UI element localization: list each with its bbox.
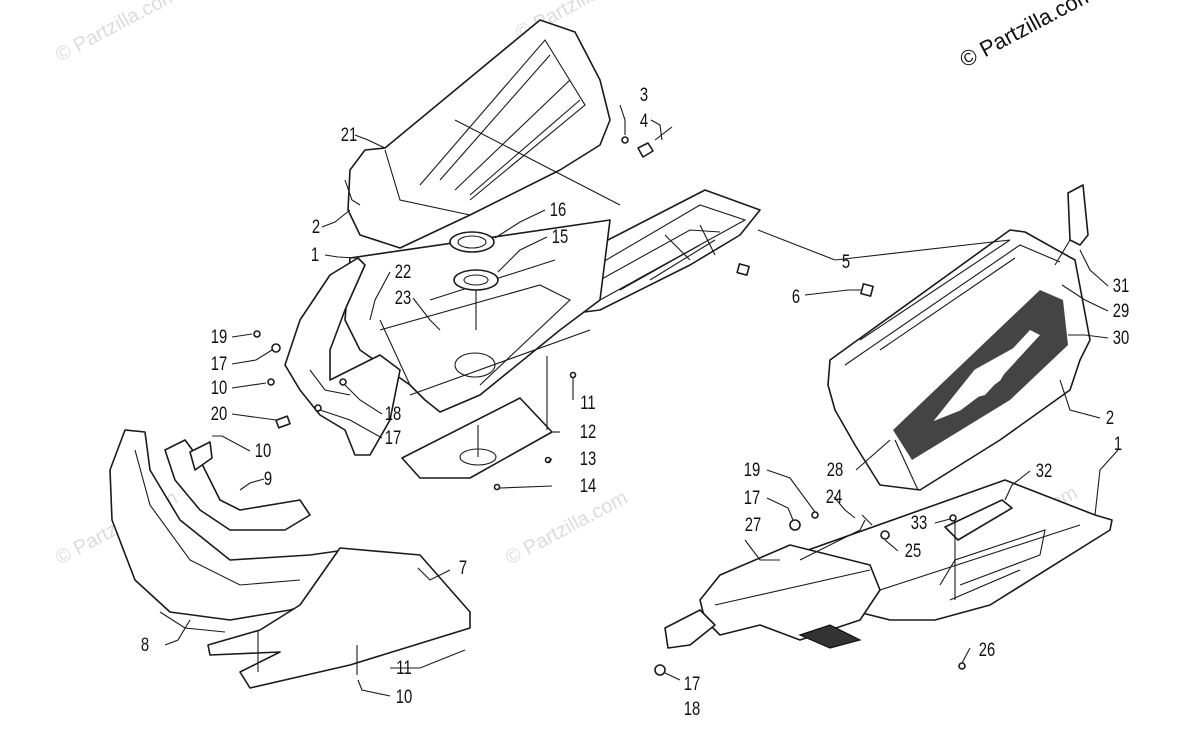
callout-31: 31 xyxy=(1113,275,1129,296)
watermark-top-left: © Partzilla.com xyxy=(52,0,181,66)
callout-11-mid: 11 xyxy=(580,392,595,413)
hood-shell-upper-left xyxy=(344,19,611,249)
callout-6: 6 xyxy=(792,286,800,307)
callout-3: 3 xyxy=(640,84,648,105)
callout-18-left: 18 xyxy=(385,403,401,424)
callout-26: 26 xyxy=(979,639,995,660)
callout-28: 28 xyxy=(827,459,843,480)
callout-32: 32 xyxy=(1036,460,1052,481)
callout-20: 20 xyxy=(211,403,227,424)
washer-17-right xyxy=(789,519,801,531)
callout-10-lower: 10 xyxy=(396,686,412,707)
leader-lines xyxy=(164,104,1119,697)
callout-1-right: 1 xyxy=(1114,433,1122,454)
clip-20 xyxy=(275,415,291,429)
callout-27: 27 xyxy=(745,514,761,535)
grommet-rings xyxy=(449,231,499,330)
screw-19-left xyxy=(253,330,261,338)
callout-22: 22 xyxy=(395,261,411,282)
callout-12: 12 xyxy=(580,421,596,442)
callout-24: 24 xyxy=(826,486,842,507)
callout-11-lower: 11 xyxy=(396,657,411,678)
hardware-small xyxy=(253,126,874,491)
callout-17-lower: 17 xyxy=(684,673,700,694)
callout-17-mid: 17 xyxy=(385,427,401,448)
callout-15: 15 xyxy=(552,226,568,247)
skid-plate-lower-left xyxy=(207,547,471,689)
handle-31 xyxy=(1067,184,1089,246)
skid-plate-center xyxy=(401,397,553,479)
callout-21: 21 xyxy=(341,124,357,145)
callout-16: 16 xyxy=(550,199,566,220)
callout-10-left: 10 xyxy=(211,377,227,398)
bumper-6a xyxy=(736,263,750,276)
callout-9: 9 xyxy=(264,468,272,489)
screw-3 xyxy=(621,136,629,144)
callout-23: 23 xyxy=(395,287,411,308)
front-nose-left xyxy=(109,429,346,633)
callout-17-left: 17 xyxy=(211,353,227,374)
callout-4: 4 xyxy=(640,110,648,131)
bumper-6b xyxy=(860,283,874,297)
hood-right-with-decal xyxy=(827,184,1091,491)
callout-25: 25 xyxy=(905,540,921,561)
callout-2-right: 2 xyxy=(1106,407,1114,428)
callout-33: 33 xyxy=(911,512,927,533)
side-panel-left xyxy=(284,257,401,456)
callout-5: 5 xyxy=(842,251,850,272)
callout-19-left: 19 xyxy=(211,326,227,347)
washer-17-left xyxy=(271,343,281,353)
screw-10-left xyxy=(267,378,275,386)
callout-29: 29 xyxy=(1113,300,1129,321)
callout-17-right: 17 xyxy=(744,487,760,508)
callout-14: 14 xyxy=(580,475,596,496)
copyright-notice: © Partzilla.com xyxy=(956,0,1099,72)
plate-32 xyxy=(944,499,1013,541)
pin-4 xyxy=(654,126,673,141)
callout-1-left: 1 xyxy=(311,244,319,265)
nut-3 xyxy=(637,142,654,158)
watermark-bottom-center: © Partzilla.com xyxy=(502,487,631,570)
callout-2-left: 2 xyxy=(312,216,320,237)
callout-19-right: 19 xyxy=(744,459,760,480)
callout-18-lower: 18 xyxy=(684,698,700,719)
callout-13: 13 xyxy=(580,448,596,469)
callout-7: 7 xyxy=(459,557,467,578)
belly-pan-center xyxy=(344,219,611,413)
callout-30: 30 xyxy=(1113,327,1129,348)
callout-labels: 21 2 3 4 16 15 1 22 23 19 17 10 20 10 9 … xyxy=(141,84,1129,719)
chassis-right xyxy=(654,479,1113,676)
callout-8: 8 xyxy=(141,634,149,655)
callout-10-mid: 10 xyxy=(255,440,271,461)
